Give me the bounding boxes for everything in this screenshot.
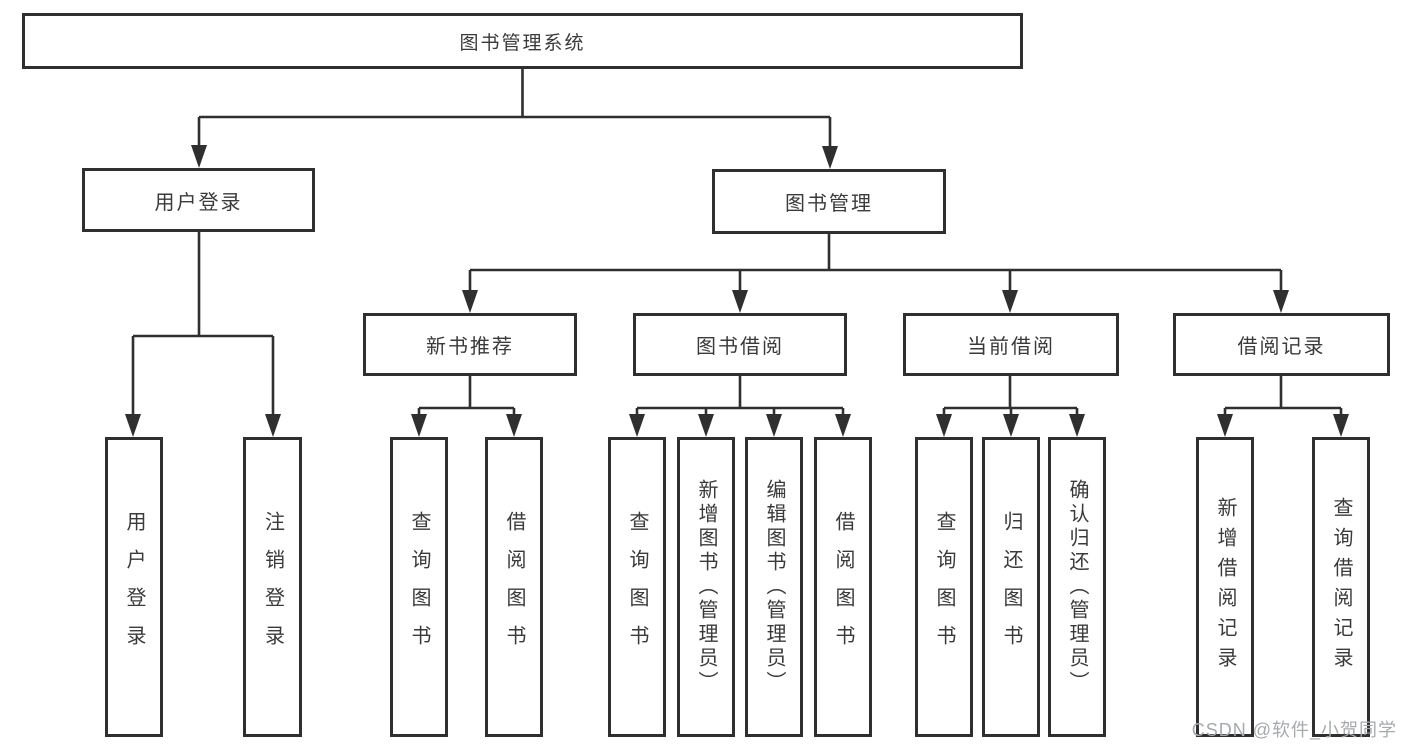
leaf-query-borrow-record: 查询借阅记录: [1312, 437, 1370, 737]
leaf-return-book: 归还图书: [982, 437, 1040, 737]
node-root: 图书管理系统: [22, 13, 1023, 69]
leaf-query-book-recommend: 查询图书: [390, 437, 448, 737]
leaf-confirm-return-admin-label: 确认归还（管理员）: [1066, 479, 1088, 695]
leaf-edit-book-admin: 编辑图书（管理员）: [745, 437, 803, 737]
tree-edges: [131, 69, 1343, 419]
leaf-query-book-current: 查询图书: [915, 437, 973, 737]
leaf-add-borrow-record: 新增借阅记录: [1196, 437, 1254, 737]
csdn-watermark: CSDN @软件_小贺同学: [1191, 720, 1397, 740]
leaf-logout-label: 注销登录: [261, 511, 284, 663]
leaf-add-book-admin: 新增图书（管理员）: [677, 437, 735, 737]
node-new-book-recommend: 新书推荐: [363, 313, 577, 376]
node-book-management-label: 图书管理: [785, 193, 873, 215]
node-new-book-recommend-label: 新书推荐: [426, 336, 514, 358]
node-root-label: 图书管理系统: [459, 32, 586, 54]
leaf-logout: 注销登录: [243, 437, 302, 737]
leaf-query-book-recommend-label: 查询图书: [408, 511, 430, 663]
node-book-management: 图书管理: [712, 169, 946, 234]
leaf-borrow-book-recommend-label: 借阅图书: [503, 511, 525, 663]
leaf-user-login: 用户登录: [105, 437, 163, 737]
node-book-borrow: 图书借阅: [633, 313, 847, 376]
leaf-query-book-current-label: 查询图书: [933, 511, 955, 663]
leaf-add-book-admin-label: 新增图书（管理员）: [695, 479, 717, 695]
leaf-query-borrow-record-label: 查询借阅记录: [1330, 497, 1352, 677]
leaf-query-book-borrow: 查询图书: [608, 437, 666, 737]
leaf-user-login-label: 用户登录: [123, 511, 145, 663]
node-borrow-records: 借阅记录: [1173, 313, 1390, 376]
node-book-borrow-label: 图书借阅: [696, 336, 784, 358]
leaf-query-book-borrow-label: 查询图书: [626, 511, 648, 663]
node-current-borrow: 当前借阅: [903, 313, 1119, 376]
leaf-borrow-book-recommend: 借阅图书: [485, 437, 543, 737]
leaf-return-book-label: 归还图书: [1000, 511, 1022, 663]
arrow-heads: [125, 145, 1349, 437]
node-user-login: 用户登录: [82, 168, 315, 232]
node-current-borrow-label: 当前借阅: [967, 336, 1055, 358]
node-borrow-records-label: 借阅记录: [1237, 336, 1326, 358]
leaf-confirm-return-admin: 确认归还（管理员）: [1048, 437, 1106, 737]
leaf-add-borrow-record-label: 新增借阅记录: [1214, 497, 1236, 677]
leaf-borrow-book-label: 借阅图书: [832, 511, 854, 663]
leaf-borrow-book: 借阅图书: [814, 437, 872, 737]
leaf-edit-book-admin-label: 编辑图书（管理员）: [763, 479, 785, 695]
node-user-login-label: 用户登录: [154, 191, 243, 214]
